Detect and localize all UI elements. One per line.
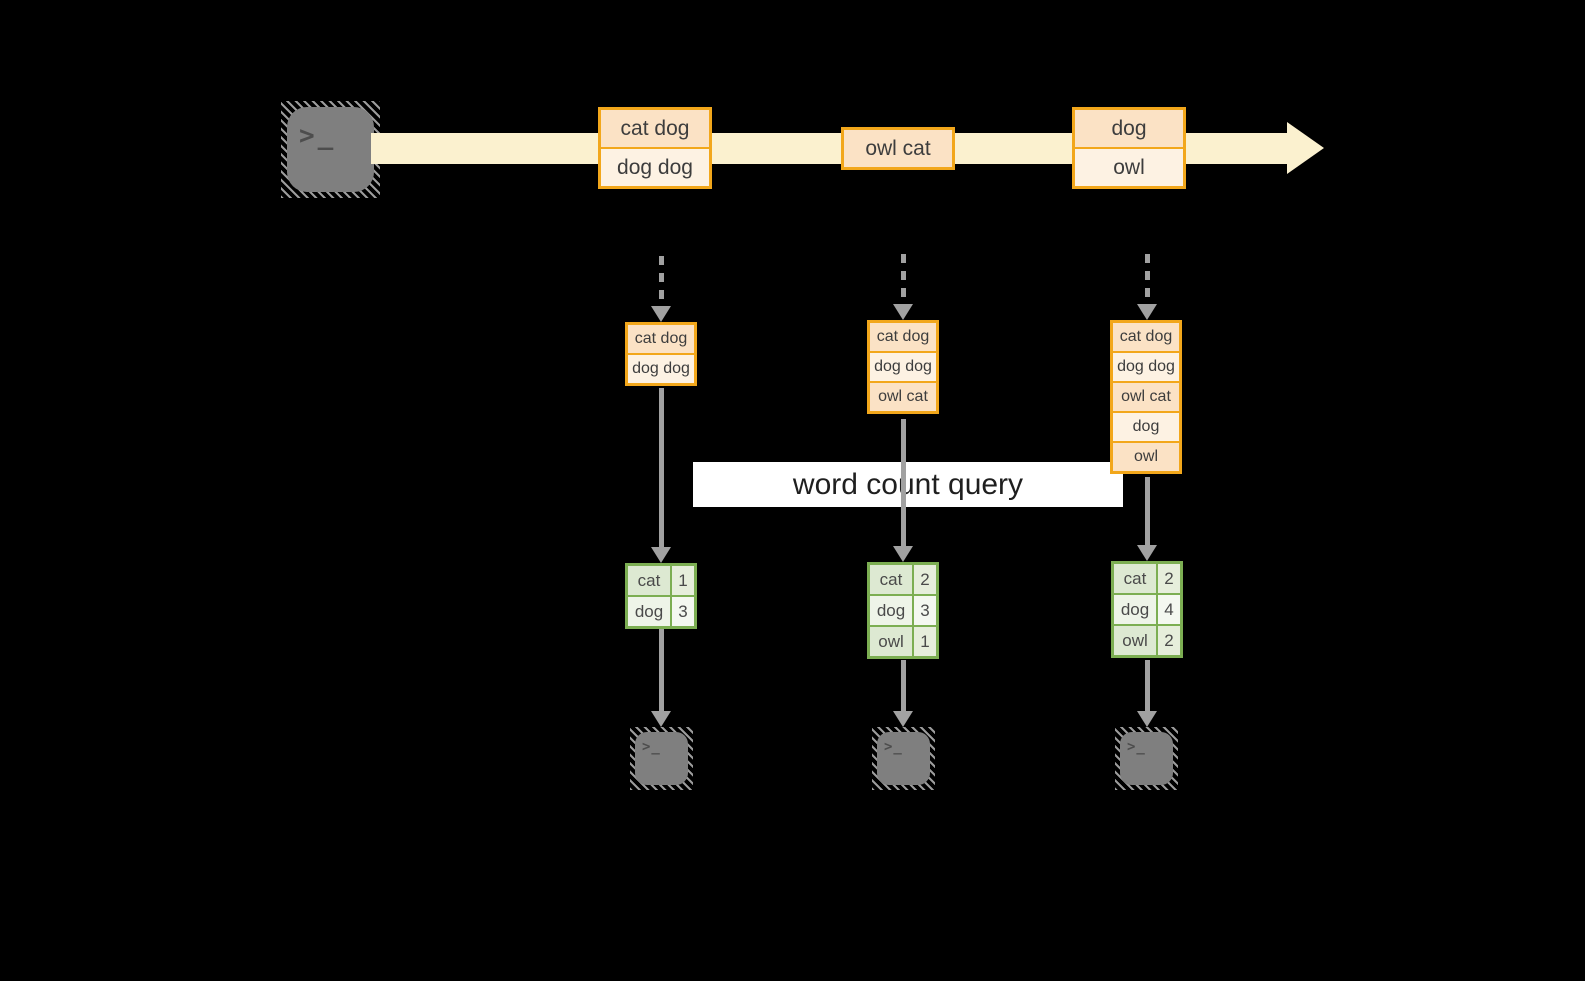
word-cell: cat <box>870 565 912 594</box>
query-arrow <box>651 388 671 563</box>
terminal-icon-body: >_ <box>877 732 930 785</box>
count-cell: 2 <box>1156 626 1180 655</box>
query-arrow <box>893 419 913 562</box>
arrowhead-icon <box>893 546 913 562</box>
arrow-shaft <box>900 419 906 546</box>
terminal-prompt-icon: >_ <box>642 739 661 755</box>
arrowhead-icon <box>1137 711 1157 727</box>
word-cell: cat <box>1114 564 1156 593</box>
input-table-cell: dog <box>1113 411 1179 441</box>
terminal-icon-body: >_ <box>1120 732 1173 785</box>
dashed-down-arrow <box>651 256 671 322</box>
count-cell: 4 <box>1156 595 1180 624</box>
count-cell: 1 <box>912 627 936 656</box>
arrowhead-icon <box>1137 304 1157 320</box>
input-table-cell: dog dog <box>628 353 694 383</box>
arrowhead-icon <box>1137 545 1157 561</box>
stream-record-box: owl cat <box>841 127 955 170</box>
arrow-shaft <box>1144 254 1150 304</box>
word-cell: owl <box>1114 626 1156 655</box>
word-cell: dog <box>870 596 912 625</box>
terminal-prompt-icon: >_ <box>299 121 337 151</box>
arrow-shaft <box>658 256 664 306</box>
input-table-cell: owl cat <box>1113 381 1179 411</box>
word-cell: owl <box>870 627 912 656</box>
arrowhead-icon <box>651 711 671 727</box>
stream-record-cell: dog <box>1075 110 1183 147</box>
arrowhead-icon <box>893 304 913 320</box>
stream-record-cell: dog dog <box>601 147 709 186</box>
terminal-prompt-icon: >_ <box>884 739 903 755</box>
arrow-shaft <box>900 660 906 711</box>
input-table-cell: dog dog <box>870 351 936 381</box>
arrow-shaft <box>1144 660 1150 711</box>
input-table-cell: cat dog <box>1113 323 1179 351</box>
count-cell: 3 <box>670 597 694 626</box>
arrowhead-icon <box>651 547 671 563</box>
word-cell: dog <box>628 597 670 626</box>
input-table-cell: owl cat <box>870 381 936 411</box>
dashed-down-arrow <box>893 254 913 320</box>
query-arrow <box>1137 477 1157 561</box>
count-cell: 2 <box>912 565 936 594</box>
word-cell: dog <box>1114 595 1156 624</box>
terminal-icon-body: >_ <box>635 732 688 785</box>
terminal-sink-icon: >_ <box>872 727 935 790</box>
terminal-icon-body: >_ <box>287 107 374 192</box>
query-banner-label: word count query <box>792 467 1024 501</box>
word-cell: cat <box>628 566 670 595</box>
terminal-sink-icon: >_ <box>630 727 693 790</box>
dashed-down-arrow <box>1137 254 1157 320</box>
input-table-cell: cat dog <box>870 323 936 351</box>
terminal-sink-icon: >_ <box>1115 727 1178 790</box>
sink-arrow <box>893 660 913 727</box>
terminal-prompt-icon: >_ <box>1127 739 1146 755</box>
count-cell: 1 <box>670 566 694 595</box>
stream-record-cell: owl <box>1075 147 1183 186</box>
arrow-shaft <box>658 388 664 547</box>
arrow-shaft <box>658 629 664 711</box>
sink-arrow <box>651 629 671 727</box>
input-table-cell: owl <box>1113 441 1179 471</box>
input-table-cell: dog dog <box>1113 351 1179 381</box>
input-table-cell: cat dog <box>628 325 694 353</box>
stream-record-cell: owl cat <box>844 130 952 167</box>
count-cell: 3 <box>912 596 936 625</box>
arrow-shaft <box>1144 477 1150 545</box>
arrowhead-icon <box>893 711 913 727</box>
query-banner: word count query <box>693 462 1123 507</box>
stream-record-cell: cat dog <box>601 110 709 147</box>
arrow-shaft <box>900 254 906 304</box>
arrowhead-icon <box>651 306 671 322</box>
terminal-source-icon: >_ <box>281 101 380 198</box>
stream-arrowhead-icon <box>1287 122 1324 174</box>
sink-arrow <box>1137 660 1157 727</box>
count-cell: 2 <box>1156 564 1180 593</box>
